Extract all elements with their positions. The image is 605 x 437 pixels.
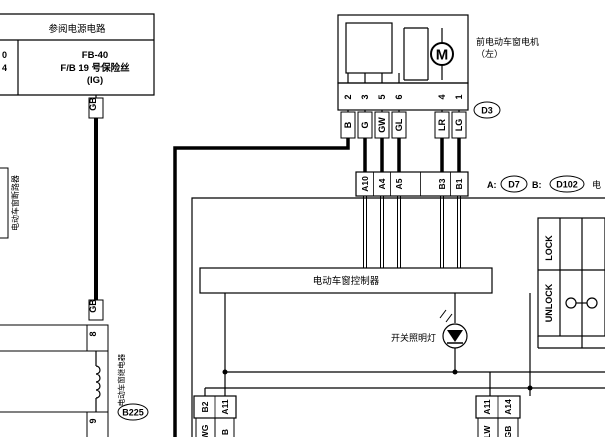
fuse-code: FB-40: [82, 50, 108, 61]
controller-pin-b3: B3: [437, 178, 447, 189]
relay-connector-id: B225: [122, 408, 144, 418]
relay-coil-icon: [95, 365, 101, 399]
power-ref-left-fragment-bottom: 4: [2, 63, 7, 73]
legend-a-badge: [500, 175, 528, 193]
motor-housing: [337, 14, 469, 111]
motor-subtitle: （左）: [476, 48, 503, 60]
lamp-diode-icon: [447, 330, 463, 342]
legend-trailing-text: 电: [592, 179, 601, 191]
controller-pin-a10: A10: [360, 176, 370, 192]
controller-title: 电动车窗控制器: [313, 275, 380, 287]
controller-bottom-left-pin-b2: B2: [200, 401, 210, 412]
legend-b-badge: [549, 175, 585, 193]
breaker-box: [0, 167, 9, 239]
wire-color-lr: LR: [437, 119, 447, 131]
controller-pin-b1: B1: [454, 178, 464, 189]
controller-frame: [191, 197, 605, 437]
wire-color-box: [340, 111, 356, 139]
wire-color-gl: GL: [394, 118, 404, 131]
power-ref-left-fragment-top: 0: [2, 50, 7, 60]
relay-pin-8: 8: [88, 331, 98, 336]
legend-b-label: B:: [532, 180, 542, 190]
motor-pin-1: 1: [454, 94, 464, 99]
motor-pin-6: 6: [394, 94, 404, 99]
relay-label: 电动车窗继电器: [116, 353, 126, 406]
wire-label-gb-mid: GB: [88, 299, 98, 313]
power-reference-title: 参阅电源电路: [48, 23, 106, 35]
junction-dot-lamp: [452, 369, 458, 375]
legend-a-label: A:: [487, 180, 497, 190]
lock-switch: [537, 217, 605, 349]
wire-label-gb-top: GB: [88, 97, 98, 111]
motor-pin-3: 3: [360, 94, 370, 99]
switch-contact-left-icon: [565, 297, 577, 309]
motor-symbol: M: [436, 47, 449, 64]
relay-connector-badge: [117, 403, 149, 421]
motor-connector-badge: [473, 101, 501, 119]
motor-pin-group: 2B 3G 5GW 6GL 4LR 1LG: [340, 73, 467, 172]
junction-dot-left: [222, 369, 228, 375]
motor-pin-5: 5: [377, 94, 387, 99]
breaker-label: 电动车窗断路器: [10, 175, 20, 231]
controller-block: [199, 267, 493, 294]
switch-contact-right-icon: [586, 297, 598, 309]
relay-block: [0, 324, 109, 437]
controller-bottom-left-pin-a11: A11: [220, 399, 230, 414]
wire-color-b: B: [343, 121, 353, 128]
fuse-label: F/B 19 号保险丝: [60, 62, 130, 74]
lamp-ray-1: [439, 309, 447, 319]
controller-bottom-right-pin-a14: A14: [503, 399, 513, 415]
motor-pin-2: 2: [343, 94, 353, 99]
controller-top-connector: [355, 171, 469, 197]
motor-connector-id: D3: [481, 106, 493, 116]
power-reference-box: [0, 13, 155, 96]
fuse-mode: (IG): [87, 75, 103, 86]
controller-pin-a5: A5: [394, 178, 404, 189]
lamp-label: 开关照明灯: [391, 332, 436, 344]
legend-a-id: D7: [508, 180, 520, 190]
wire-color-g: G: [360, 121, 370, 128]
bottom-left-wire-color: B: [220, 429, 230, 435]
controller-top-pin-group: A10 A4 A5 B3 B1: [360, 172, 464, 268]
switch-lock-label: LOCK: [544, 235, 554, 261]
wire-color-gw: GW: [377, 117, 387, 133]
junction-dot-right: [527, 385, 533, 391]
switch-unlock-label: UNLOCK: [544, 283, 554, 322]
bottom-right-wire-color: LW: [482, 425, 492, 437]
legend-b-id: D102: [556, 180, 578, 190]
relay-pin-9: 9: [88, 418, 98, 423]
motor-title: 前电动车窗电机: [476, 36, 539, 48]
wire-b-ground: [173, 138, 350, 437]
wire-label-gb-mid-box: [88, 299, 104, 321]
controller-bottom-right-pin-a11: A11: [482, 399, 492, 414]
controller-pin-a4: A4: [377, 178, 387, 189]
bottom-right-wire-color: GB: [503, 426, 513, 437]
bottom-left-wire-color: WG: [200, 424, 210, 437]
wire-color-lg: LG: [454, 119, 464, 132]
motor-pin-4: 4: [437, 94, 447, 99]
lamp-ray-2: [445, 313, 453, 323]
